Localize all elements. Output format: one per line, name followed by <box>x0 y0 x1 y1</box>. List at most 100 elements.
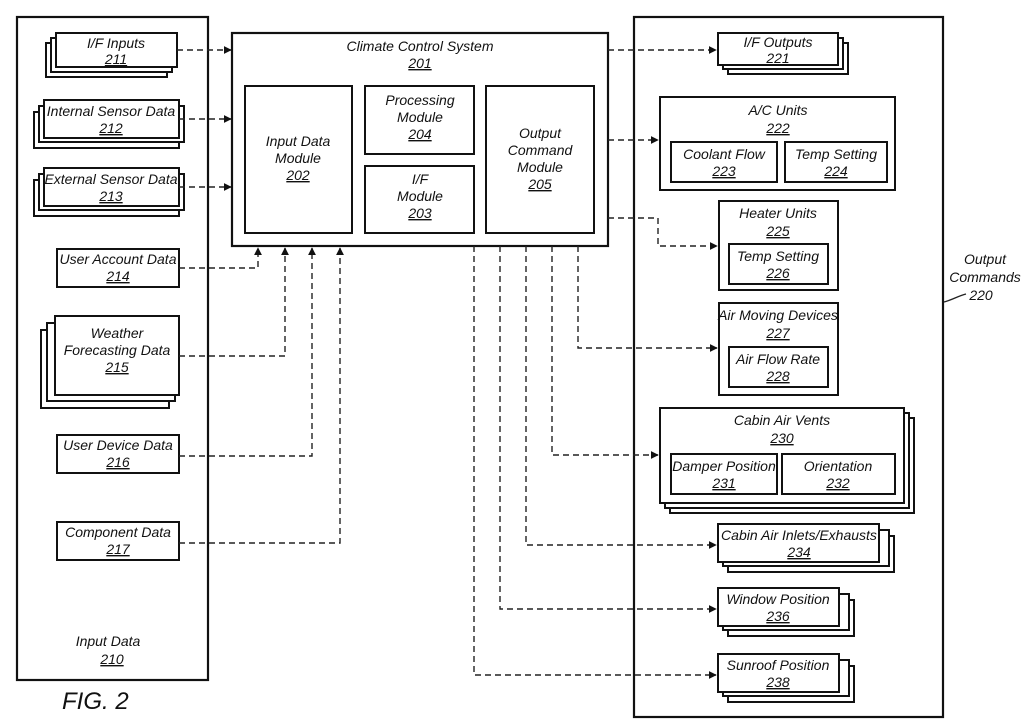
output-window-position: Window Position 236 <box>717 587 855 637</box>
input-if-inputs: I/F Inputs 211 <box>45 32 178 78</box>
input-number: 217 <box>105 541 131 557</box>
output-number: 221 <box>765 50 789 66</box>
connector-236 <box>499 246 717 613</box>
input-external-sensor-data: External Sensor Data 213 <box>33 167 185 217</box>
child-name: Temp Setting <box>737 248 819 264</box>
output-name: Cabin Air Vents <box>734 412 830 428</box>
output-number: 222 <box>765 120 790 136</box>
input-number: 213 <box>98 188 123 204</box>
input-data-title: Input Data <box>76 633 141 649</box>
connector-215 <box>179 247 289 357</box>
climate-control-system: Climate Control System 201 Input Data Mo… <box>230 31 610 248</box>
module-name-line2: Module <box>397 109 443 125</box>
output-name: I/F Outputs <box>744 34 813 50</box>
child-name: Air Flow Rate <box>735 351 820 367</box>
child-number: 228 <box>765 368 790 384</box>
output-name: Window Position <box>726 591 830 607</box>
module-number: 204 <box>407 126 432 142</box>
figure-label: FIG. 2 <box>62 688 129 715</box>
coolant-flow: Coolant Flow 223 <box>670 141 778 183</box>
input-weather-forecasting-data: Weather Forecasting Data 215 <box>40 315 180 409</box>
output-cabin-air-inlets-exhausts: Cabin Air Inlets/Exhausts 234 <box>717 523 895 573</box>
temp-setting: Temp Setting 224 <box>784 141 888 183</box>
child-number: 231 <box>711 475 735 491</box>
module-number: 203 <box>407 205 432 221</box>
output-number: 230 <box>769 430 794 446</box>
connector-225 <box>608 217 718 250</box>
output-name: Sunroof Position <box>727 657 830 673</box>
output-number: 238 <box>765 674 790 690</box>
output-number: 225 <box>765 223 790 239</box>
child-name: Orientation <box>804 458 873 474</box>
leader-line <box>943 293 967 303</box>
input-name: User Account Data <box>60 251 177 267</box>
input-name-line1: Weather <box>91 325 145 341</box>
processing-module: Processing Module 204 <box>364 85 475 155</box>
if-module: I/F Module 203 <box>364 165 475 234</box>
module-name-line1: I/F <box>412 171 430 187</box>
output-number: 227 <box>765 325 791 341</box>
child-number: 232 <box>825 475 850 491</box>
system-number: 201 <box>407 55 431 71</box>
child-name: Coolant Flow <box>683 146 766 162</box>
connector-217 <box>179 247 344 544</box>
input-name: External Sensor Data <box>44 171 177 187</box>
input-internal-sensor-data: Internal Sensor Data 212 <box>33 99 185 149</box>
module-name-line3: Module <box>517 159 563 175</box>
input-number: 211 <box>104 51 127 67</box>
child-number: 226 <box>765 265 790 281</box>
output-name: A/C Units <box>747 102 807 118</box>
input-number: 215 <box>104 359 129 375</box>
connector-216 <box>179 247 316 457</box>
connector-214 <box>179 247 262 269</box>
child-number: 223 <box>711 163 736 179</box>
child-number: 224 <box>823 163 848 179</box>
system-title: Climate Control System <box>346 38 493 54</box>
module-name-line2: Command <box>508 142 574 158</box>
heater-temp-setting: Temp Setting 226 <box>728 243 829 285</box>
connectors <box>177 46 718 679</box>
input-name: Component Data <box>65 524 171 540</box>
output-name: Heater Units <box>739 205 817 221</box>
child-name: Damper Position <box>672 458 776 474</box>
connector-234 <box>525 246 717 549</box>
output-commands-number: 220 <box>968 287 993 303</box>
input-component-data: Component Data 217 <box>56 521 180 561</box>
child-name: Temp Setting <box>795 146 877 162</box>
output-number: 234 <box>786 544 811 560</box>
orientation: Orientation 232 <box>781 453 896 495</box>
input-number: 214 <box>105 268 130 284</box>
input-number: 216 <box>105 454 130 470</box>
input-user-device-data: User Device Data 216 <box>56 434 180 474</box>
module-number: 205 <box>527 176 552 192</box>
output-air-moving-devices: Air Moving Devices 227 Air Flow Rate 228 <box>717 302 839 396</box>
output-if-outputs: I/F Outputs 221 <box>717 32 849 75</box>
input-name-line2: Forecasting Data <box>64 342 171 358</box>
air-flow-rate: Air Flow Rate 228 <box>728 346 829 388</box>
input-name: I/F Inputs <box>87 35 145 51</box>
module-name-line1: Output <box>519 125 562 141</box>
input-number: 212 <box>98 120 123 136</box>
output-sunroof-position: Sunroof Position 238 <box>717 653 855 703</box>
output-command-module: Output Command Module 205 <box>485 85 595 234</box>
module-name-line2: Module <box>275 150 321 166</box>
connector-238 <box>473 246 717 679</box>
module-name-line1: Processing <box>385 92 454 108</box>
module-name-line1: Input Data <box>266 133 331 149</box>
input-name: Internal Sensor Data <box>47 103 176 119</box>
module-name-line2: Module <box>397 188 443 204</box>
output-commands-title-line2: Commands <box>949 269 1021 285</box>
connector-227 <box>577 246 718 352</box>
damper-position: Damper Position 231 <box>670 453 778 495</box>
input-name: User Device Data <box>63 437 173 453</box>
output-name: Cabin Air Inlets/Exhausts <box>721 527 877 543</box>
output-cabin-air-vents: Cabin Air Vents 230 Damper Position 231 … <box>659 407 915 514</box>
module-number: 202 <box>285 167 310 183</box>
output-commands-title-line1: Output <box>964 251 1007 267</box>
output-name: Air Moving Devices <box>717 307 838 323</box>
input-data-number: 210 <box>99 651 124 667</box>
output-ac-units: A/C Units 222 Coolant Flow 223 Temp Sett… <box>659 96 896 191</box>
input-user-account-data: User Account Data 214 <box>56 248 180 288</box>
output-number: 236 <box>765 608 790 624</box>
